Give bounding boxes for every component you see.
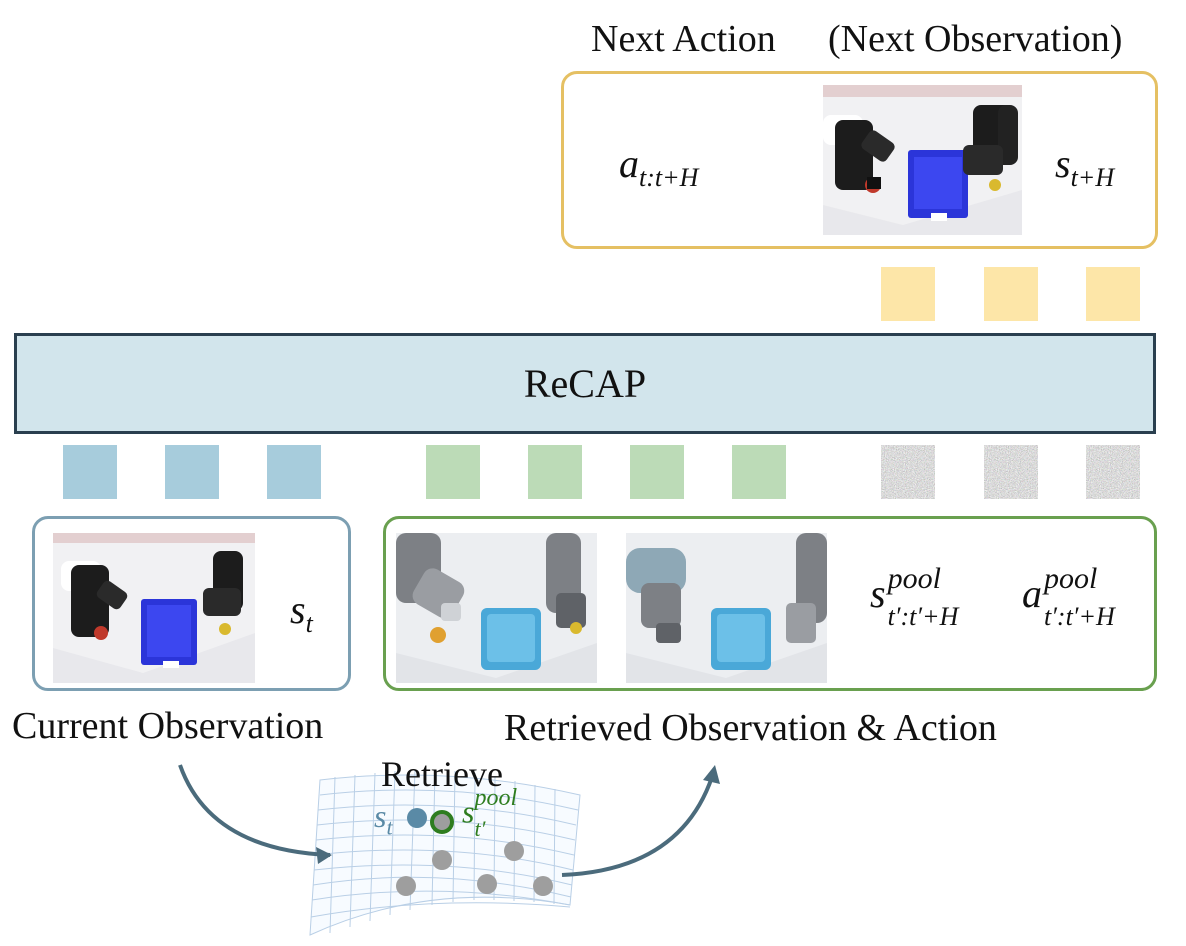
noise-token (881, 445, 935, 499)
next-action-title: Next Action (591, 18, 776, 60)
retrieved-token (732, 445, 786, 499)
retrieve-caption: Retrieve (381, 754, 503, 794)
retrieved-token (528, 445, 582, 499)
retrieved-image-1 (396, 533, 597, 683)
recap-label: ReCAP (523, 361, 647, 406)
current-token (63, 445, 117, 499)
retrieval-manifold (178, 764, 720, 936)
query-point-symbol: st (374, 798, 393, 840)
retrieved-state-symbol: s pool t′:t′+H (870, 562, 959, 631)
current-token (165, 445, 219, 499)
noise-token (984, 445, 1038, 499)
retrieved-action-symbol: a pool t′:t′+H (1022, 562, 1115, 631)
retrieved-caption: Retrieved Observation & Action (504, 707, 997, 749)
next-observation-symbol: st+H (1055, 141, 1115, 192)
pool-point-symbol: s pool t′ (462, 785, 518, 841)
retrieved-image-2 (626, 533, 827, 683)
retrieved-token (630, 445, 684, 499)
current-observation-symbol: st (290, 587, 313, 638)
action-output-symbol: at:t+H (619, 141, 699, 192)
current-observation-caption: Current Observation (12, 705, 324, 747)
recap-model-block: ReCAP (14, 333, 1156, 434)
output-token (881, 267, 935, 321)
next-observation-title: (Next Observation) (828, 18, 1123, 60)
retrieved-token (426, 445, 480, 499)
next-observation-image (823, 85, 1022, 235)
current-observation-image (53, 533, 255, 683)
output-token (984, 267, 1038, 321)
current-token (267, 445, 321, 499)
noise-token (1086, 445, 1140, 499)
output-token (1086, 267, 1140, 321)
